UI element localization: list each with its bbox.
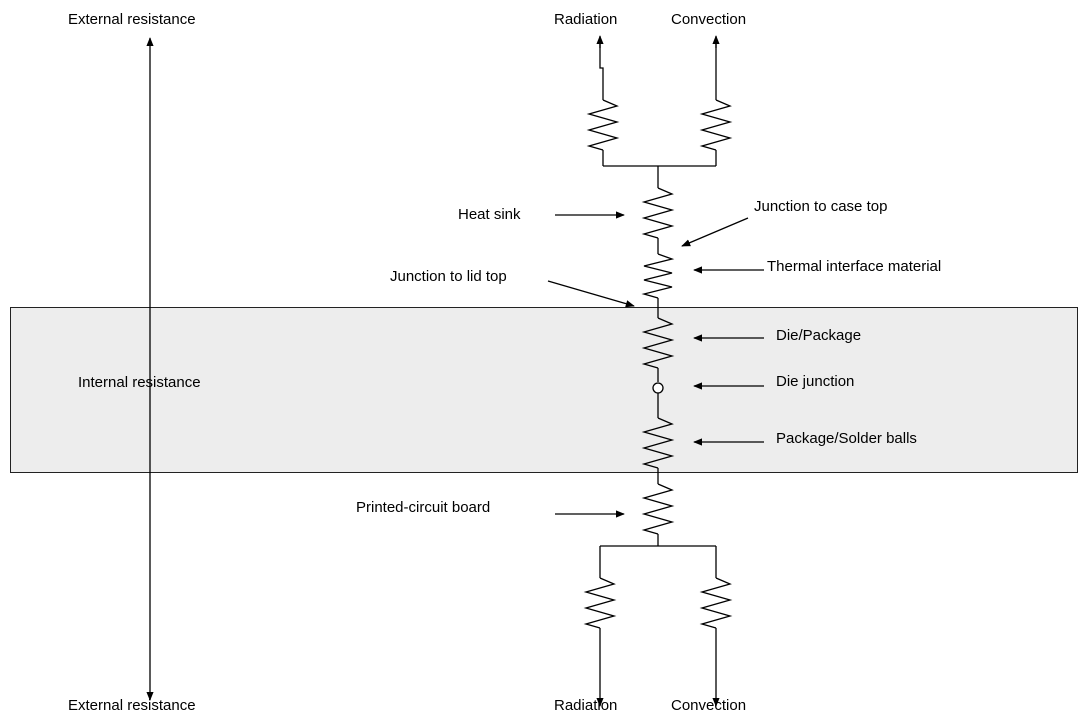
- junction-to-lid-top-label: Junction to lid top: [390, 268, 507, 285]
- external-resistance-top-label: External resistance: [68, 11, 196, 28]
- package-solder-resistor: [641, 417, 675, 469]
- die-junction-node: [652, 382, 664, 394]
- thermal-interface-material-label: Thermal interface material: [767, 258, 942, 275]
- external-resistance-bottom-label: External resistance: [68, 697, 196, 714]
- heat-sink-resistor: [641, 187, 675, 239]
- internal-resistance-region: [10, 307, 1078, 473]
- pcb-resistor: [641, 483, 675, 535]
- die-junction-label: Die junction: [776, 373, 855, 390]
- top-convection-resistor: [699, 99, 733, 151]
- convection-top-label: Convection: [671, 11, 747, 28]
- top-radiation-resistor: [586, 99, 620, 151]
- radiation-bottom-label: Radiation: [554, 697, 618, 714]
- package-solder-balls-label: Package/Solder balls: [776, 430, 917, 447]
- printed-circuit-board-label: Printed-circuit board: [356, 499, 491, 516]
- heat-sink-label: Heat sink: [458, 206, 521, 223]
- junction-to-case-top-label: Junction to case top: [754, 198, 888, 215]
- radiation-top-label: Radiation: [554, 11, 618, 28]
- die-package-label: Die/Package: [776, 327, 862, 344]
- thermal-interface-resistor: [641, 253, 675, 299]
- bottom-radiation-resistor: [583, 577, 617, 629]
- bottom-convection-resistor: [699, 577, 733, 629]
- top-radiation-wire: [599, 40, 604, 100]
- internal-resistance-label: Internal resistance: [78, 374, 201, 391]
- junction-case-top-pointer: [681, 217, 749, 247]
- junction-lid-top-pointer: [547, 280, 635, 308]
- die-package-resistor: [641, 317, 675, 369]
- convection-bottom-label: Convection: [671, 697, 747, 714]
